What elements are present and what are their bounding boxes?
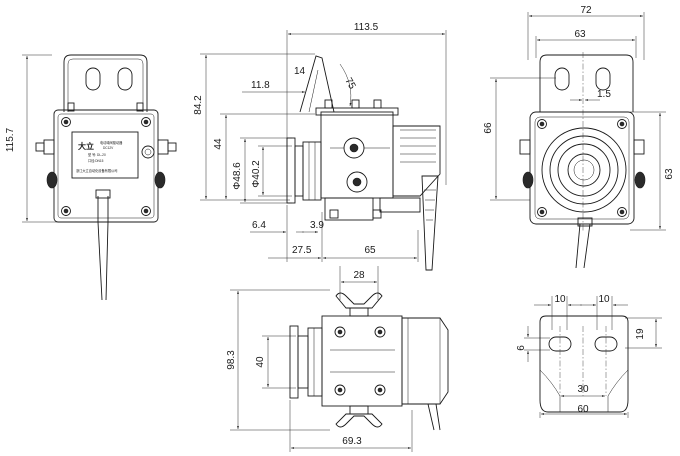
svg-text:14: 14 xyxy=(294,66,306,77)
svg-text:10: 10 xyxy=(598,294,610,305)
svg-text:69.3: 69.3 xyxy=(342,436,362,447)
svg-text:3.9: 3.9 xyxy=(310,220,324,231)
svg-text:19: 19 xyxy=(635,328,646,340)
nameplate-logo: 大立 xyxy=(78,141,94,151)
svg-text:72: 72 xyxy=(580,5,592,16)
indicator-window xyxy=(141,145,155,159)
svg-text:电动球阀驱动器: 电动球阀驱动器 xyxy=(100,140,123,145)
svg-text:30: 30 xyxy=(577,384,589,395)
front-height-dim: 115.7 xyxy=(5,127,16,152)
svg-text:口径:DN15: 口径:DN15 xyxy=(88,158,104,163)
svg-text:65: 65 xyxy=(364,245,376,256)
side-view: 113.5 84.2 44 11.8 14 75 Φ48.6 Φ40.2 xyxy=(193,22,447,271)
svg-text:10: 10 xyxy=(554,294,566,305)
svg-text:11.8: 11.8 xyxy=(251,80,270,91)
svg-text:6: 6 xyxy=(516,345,527,351)
svg-text:40: 40 xyxy=(255,356,266,368)
svg-text:28: 28 xyxy=(353,270,365,281)
svg-text:63: 63 xyxy=(664,168,675,180)
nameplate xyxy=(71,131,139,179)
bracket-slot-left xyxy=(85,67,101,91)
svg-text:DC12V: DC12V xyxy=(103,146,114,150)
svg-text:84.2: 84.2 xyxy=(193,95,204,115)
svg-text:63: 63 xyxy=(574,29,586,40)
svg-text:6.4: 6.4 xyxy=(252,220,266,231)
rear-view: 72 63 1.5 66 63 xyxy=(483,5,675,269)
svg-text:Φ48.6: Φ48.6 xyxy=(232,162,243,190)
svg-text:44: 44 xyxy=(213,138,224,150)
bracket-slot-right xyxy=(117,67,133,91)
svg-text:75: 75 xyxy=(342,76,357,92)
top-view: 28 98.3 40 xyxy=(226,266,449,452)
svg-text:型 号: DL-20: 型 号: DL-20 xyxy=(88,152,106,157)
svg-text:浙江大立自动化设备有限公司: 浙江大立自动化设备有限公司 xyxy=(76,168,117,173)
svg-text:27.5: 27.5 xyxy=(292,245,312,256)
svg-text:Φ40.2: Φ40.2 xyxy=(251,160,262,188)
svg-text:60: 60 xyxy=(577,404,589,415)
svg-text:1.5: 1.5 xyxy=(597,89,611,100)
side-length-dim: 113.5 xyxy=(354,22,379,33)
svg-text:98.3: 98.3 xyxy=(226,350,237,370)
front-view: 115.7 大立 电动球阀驱动器 DC12V 型 号: DL-20 口径:DN1… xyxy=(5,54,177,301)
bracket-detail-view: 10 10 19 6 30 60 xyxy=(516,294,662,418)
svg-text:66: 66 xyxy=(483,122,494,134)
